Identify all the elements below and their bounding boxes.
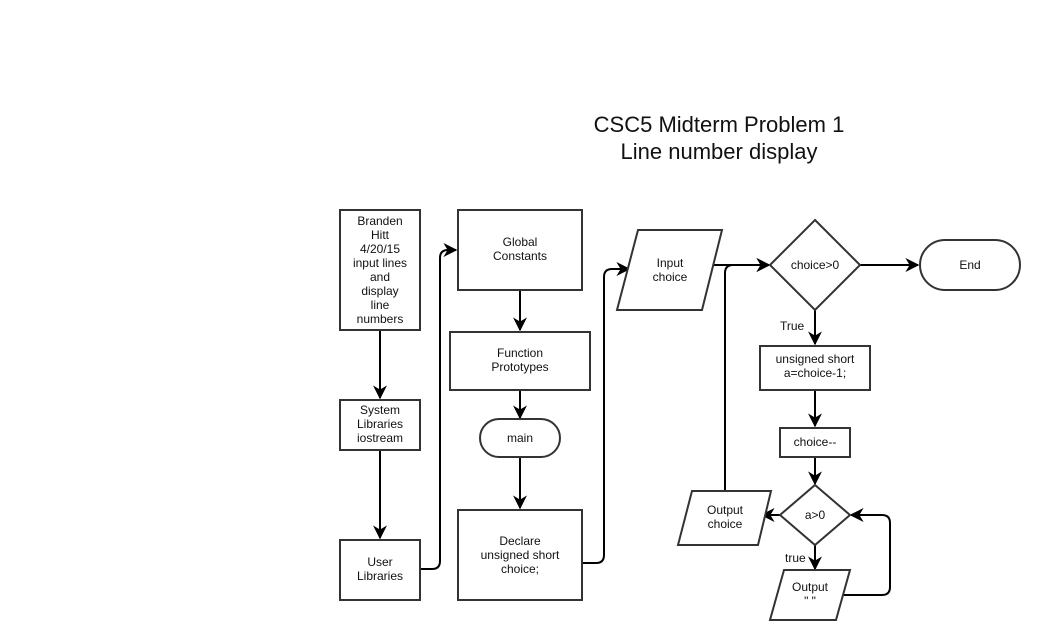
node-text-line: a>0 [805,508,826,522]
system-libraries-box [339,399,421,451]
node-text-line: Output [707,503,744,517]
function-prototypes-box [449,331,591,391]
node-text-line: choice [708,517,743,531]
node-text-line: Libraries [357,569,403,583]
main-text: main [507,431,533,445]
node-text-line: Function [497,346,543,360]
decision-choice-diamond [768,218,862,312]
edge-output-space-loop-to-decision-a [840,508,891,596]
edge-user-libraries-to-global-constants [420,243,458,570]
declare-box [457,509,583,601]
edge-output-choice-loop-to-decision [724,258,771,490]
node-text-line: Hitt [371,228,390,242]
diagram-title-line2: Line number display [621,139,818,164]
node-end: End [919,239,1021,291]
node-text-line: main [507,431,533,445]
node-text-line: Output [792,580,829,594]
node-text-line: Libraries [357,417,403,431]
node-text-line: Prototypes [491,360,548,374]
node-decision-choice: choice>0 [768,218,862,312]
node-main: main [479,418,561,458]
input-choice-parallelogram [615,229,724,311]
diagram-title-line1: CSC5 Midterm Problem 1 [594,112,845,137]
end-text: End [959,258,980,272]
node-text-line: Input [657,256,684,270]
main-terminator [479,418,561,458]
node-text-line: unsigned short [776,352,855,366]
decision-choice-text: choice>0 [791,258,840,272]
node-text-line: Constants [493,249,547,263]
node-text-line: choice>0 [791,258,840,272]
node-text-line: display [361,284,398,298]
node-text-line: User [367,555,392,569]
decision-a-diamond [778,483,852,547]
edge-declare-to-input-choice [583,262,631,564]
global-constants-box [457,209,583,291]
output-choice-parallelogram [676,490,773,546]
edge-label-a-true: true [785,551,806,565]
decrement-text: choice-- [794,435,837,449]
node-text-line: Branden [357,214,402,228]
node-text-line: " " [804,594,816,608]
decision-a-text: a>0 [805,508,826,522]
node-text-line: choice [653,270,688,284]
node-text-line: choice; [501,562,539,576]
end-terminator [919,239,1021,291]
node-text-line: System [360,403,400,417]
node-decrement: choice-- [779,427,851,458]
node-text-line: input lines [353,256,407,270]
output-space-text: Output" " [792,580,829,608]
user-libraries-box [339,539,421,601]
assign-a-box [759,345,871,391]
node-decision-a: a>0 [778,483,852,547]
node-text-line: Global [503,235,538,249]
node-text-line: 4/20/15 [360,242,400,256]
edge-label-choice-true: True [780,319,805,333]
node-text-line: End [959,258,980,272]
output-space-parallelogram [768,569,852,621]
node-output-space: Output" " [768,569,852,621]
node-text-line: and [370,270,390,284]
node-text-line: unsigned short [481,548,560,562]
node-text-line: choice-- [794,435,837,449]
node-text-line: Declare [499,534,541,548]
node-text-line: a=choice-1; [784,366,846,380]
node-text-line: numbers [357,312,404,326]
node-text-line: iostream [357,431,403,445]
decrement-box [779,427,851,458]
node-text-line: line [371,298,390,312]
edges [373,243,920,596]
header-box [339,209,421,331]
